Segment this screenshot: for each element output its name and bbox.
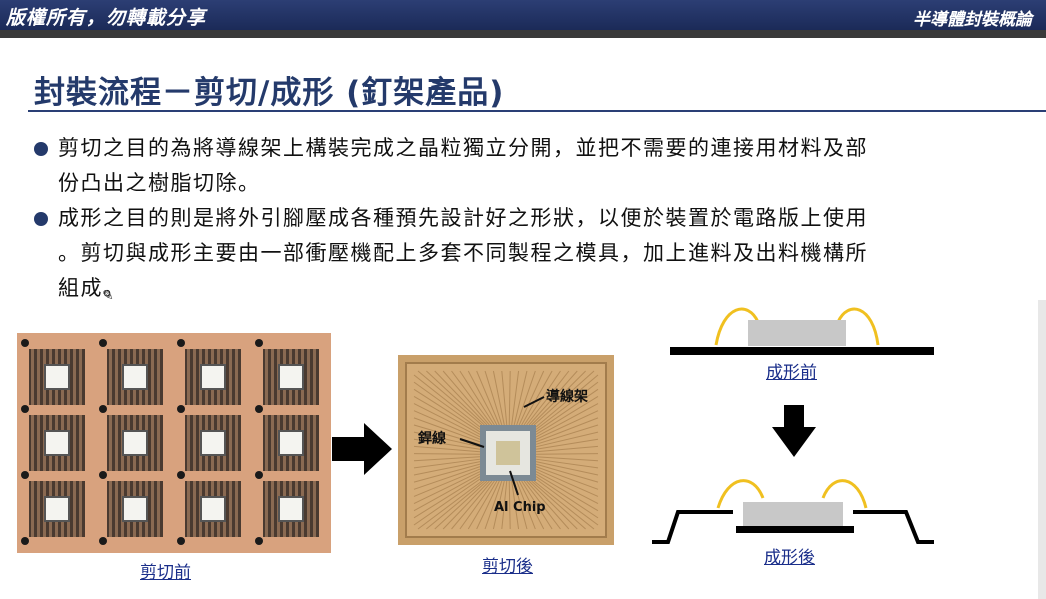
single-unit-svg: 導線架 銲線 Al Chip <box>398 355 614 545</box>
sprocket-hole <box>21 537 29 545</box>
leadframe-unit <box>263 415 319 471</box>
bullet-dot <box>34 212 48 226</box>
sprocket-hole <box>21 339 29 347</box>
bullet-1-line-1: 剪切之目的為將導線架上構裝完成之晶粒獨立分開，並把不需要的連接用材料及部 <box>58 136 868 160</box>
bullet-2-line-3: 組成。 <box>58 276 126 300</box>
leadframe-unit <box>107 415 163 471</box>
sprocket-hole <box>99 537 107 545</box>
sprocket-hole <box>21 405 29 413</box>
sprocket-hole <box>177 537 185 545</box>
sprocket-hole <box>177 405 185 413</box>
leadframe-unit <box>185 349 241 405</box>
sprocket-hole <box>99 339 107 347</box>
after-form-diagram <box>652 479 934 544</box>
side-scrollbar <box>1038 300 1046 599</box>
title-underline <box>28 110 1046 112</box>
leadframe-unit <box>29 415 85 471</box>
arrow-down-icon <box>772 405 816 457</box>
leadframe-unit <box>107 349 163 405</box>
arrow-right-icon <box>332 423 392 475</box>
before-form-diagram <box>670 307 934 355</box>
leadframe-label: 導線架 <box>546 388 588 405</box>
sprocket-hole <box>255 405 263 413</box>
copyright-notice: 版權所有，勿轉載分享 <box>6 7 207 29</box>
bullet-2: 成形之目的則是將外引腳壓成各種預先設計好之形狀，以便於裝置於電路版上使用 。剪切… <box>34 201 1024 306</box>
slide-title: 封裝流程－剪切/成形 (釘架產品) <box>34 75 505 111</box>
before-cut-caption[interactable]: 剪切前 <box>140 563 191 583</box>
leadframe-strip-photo <box>17 333 331 553</box>
sprocket-hole <box>177 339 185 347</box>
sprocket-hole <box>255 537 263 545</box>
bullet-2-line-1: 成形之目的則是將外引腳壓成各種預先設計好之形狀，以便於裝置於電路版上使用 <box>58 206 868 230</box>
leadframe-unit <box>185 415 241 471</box>
sprocket-hole <box>255 339 263 347</box>
sprocket-hole <box>177 471 185 479</box>
leadframe-unit <box>107 481 163 537</box>
pen-cursor-icon: ✎ <box>102 288 114 304</box>
bullet-1-line-2: 份凸出之樹脂切除。 <box>58 171 261 195</box>
sprocket-hole <box>255 471 263 479</box>
leadframe-unit <box>263 349 319 405</box>
sprocket-hole <box>99 405 107 413</box>
chip-label: Al Chip <box>494 500 546 515</box>
sprocket-hole <box>21 471 29 479</box>
leadframe-unit <box>263 481 319 537</box>
after-cut-caption[interactable]: 剪切後 <box>482 557 533 577</box>
leadframe-strip-svg <box>17 333 331 553</box>
single-unit-photo: 導線架 銲線 Al Chip <box>398 355 614 545</box>
bullet-dot <box>34 142 48 156</box>
header-divider <box>0 30 1046 38</box>
bullet-1: 剪切之目的為將導線架上構裝完成之晶粒獨立分開，並把不需要的連接用材料及部 份凸出… <box>34 131 1024 201</box>
sprocket-hole <box>99 471 107 479</box>
after-form-caption[interactable]: 成形後 <box>764 548 815 568</box>
bullet-2-line-2: 。剪切與成形主要由一部衝壓機配上多套不同製程之模具，加上進料及出料機構所 <box>58 241 868 265</box>
leadframe-unit <box>185 481 241 537</box>
header-bar: 版權所有，勿轉載分享 半導體封裝概論 <box>0 0 1046 30</box>
before-form-caption[interactable]: 成形前 <box>766 363 817 383</box>
bond-wire-label: 銲線 <box>418 430 446 447</box>
leadframe-unit <box>29 349 85 405</box>
course-title: 半導體封裝概論 <box>913 10 1032 30</box>
leadframe-unit <box>29 481 85 537</box>
